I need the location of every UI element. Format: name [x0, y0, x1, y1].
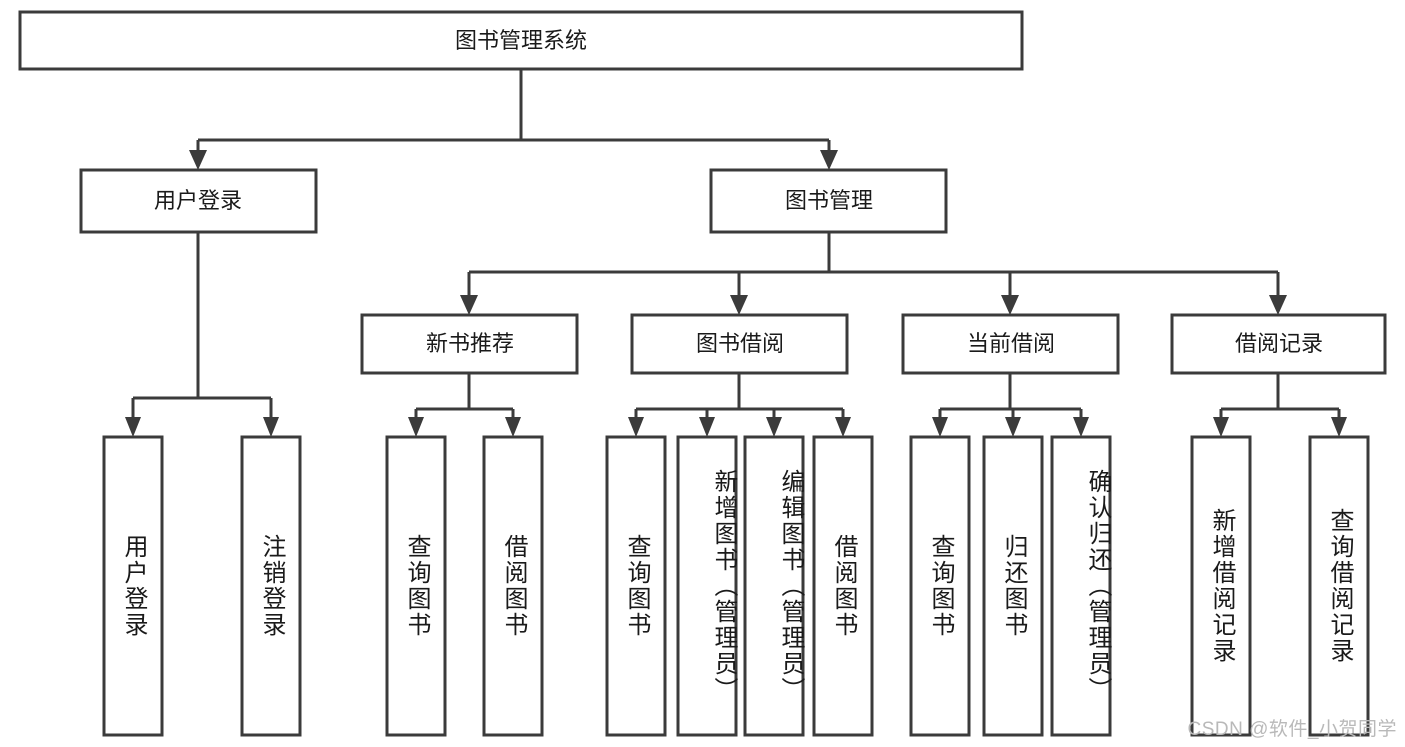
- node-borrow-record[interactable]: 借阅记录: [1170, 313, 1387, 375]
- arrow-head-icon: [730, 295, 748, 315]
- arrow-head-icon: [932, 417, 948, 437]
- node-user-login[interactable]: 用户登录: [79, 168, 318, 234]
- leaf-box-query-book-borrow[interactable]: [605, 435, 667, 737]
- leaf-box-query-borrow-record[interactable]: [1308, 435, 1370, 737]
- arrow-head-icon: [835, 417, 851, 437]
- csdn-watermark: CSDN @软件_小贺同学: [1187, 719, 1397, 740]
- connectors-root-to-level2: [189, 69, 838, 170]
- leaf-box-edit-book-admin[interactable]: [743, 435, 805, 737]
- node-new-book-recommend[interactable]: 新书推荐: [360, 313, 579, 375]
- node-book-management-label: 图书管理: [785, 188, 873, 213]
- leaf-box-query-book-rec[interactable]: [385, 435, 447, 737]
- node-root-box[interactable]: [18, 10, 1024, 71]
- connectors-current-to-leaves: [932, 373, 1089, 437]
- arrow-head-icon: [408, 417, 424, 437]
- arrow-head-icon: [766, 417, 782, 437]
- connectors-newbook-to-leaves: [408, 373, 521, 437]
- node-book-management[interactable]: 图书管理: [709, 168, 948, 234]
- leaf-box-return-book[interactable]: [982, 435, 1044, 737]
- arrow-head-icon: [1269, 295, 1287, 315]
- node-current-borrow-label: 当前借阅: [967, 331, 1055, 356]
- leaf-box-borrow-book[interactable]: [812, 435, 874, 737]
- connectors-userlogin-to-leaves: [125, 232, 279, 437]
- node-user-login-box[interactable]: [79, 168, 318, 234]
- arrow-head-icon: [125, 417, 141, 437]
- node-root-label: 图书管理系统: [455, 28, 587, 53]
- arrow-head-icon: [1073, 417, 1089, 437]
- leaf-box-add-book-admin[interactable]: [676, 435, 738, 737]
- arrow-head-icon: [460, 295, 478, 315]
- arrow-head-icon: [1331, 417, 1347, 437]
- arrow-head-icon: [628, 417, 644, 437]
- arrow-head-icon: [1213, 417, 1229, 437]
- leaf-boxes-group: [102, 435, 1370, 737]
- arrow-head-icon: [699, 417, 715, 437]
- leaf-box-borrow-book-rec[interactable]: [482, 435, 544, 737]
- node-book-borrow-label: 图书借阅: [696, 331, 784, 356]
- arrow-head-icon: [820, 150, 838, 170]
- node-root-system[interactable]: 图书管理系统: [18, 10, 1024, 71]
- leaf-box-query-book-current[interactable]: [909, 435, 971, 737]
- connectors-borrow-to-leaves: [628, 373, 851, 437]
- node-borrow-record-label: 借阅记录: [1235, 331, 1323, 356]
- node-book-borrow[interactable]: 图书借阅: [630, 313, 849, 375]
- node-current-borrow-box[interactable]: [901, 313, 1120, 375]
- arrow-head-icon: [1005, 417, 1021, 437]
- node-borrow-record-box[interactable]: [1170, 313, 1387, 375]
- leaf-box-confirm-return-admin[interactable]: [1050, 435, 1112, 737]
- node-book-borrow-box[interactable]: [630, 313, 849, 375]
- arrow-head-icon: [263, 417, 279, 437]
- node-new-book-recommend-label: 新书推荐: [426, 331, 514, 356]
- node-user-login-label: 用户登录: [154, 188, 242, 213]
- connectors-record-to-leaves: [1213, 373, 1347, 437]
- arrow-head-icon: [1001, 295, 1019, 315]
- leaf-box-add-borrow-record[interactable]: [1190, 435, 1252, 737]
- node-book-management-box[interactable]: [709, 168, 948, 234]
- leaf-box-logout[interactable]: [240, 435, 302, 737]
- arrow-head-icon: [189, 150, 207, 170]
- leaf-box-user-login[interactable]: [102, 435, 164, 737]
- connectors-bookmgmt-to-level3: [460, 232, 1287, 315]
- node-current-borrow[interactable]: 当前借阅: [901, 313, 1120, 375]
- node-new-book-recommend-box[interactable]: [360, 313, 579, 375]
- arrow-head-icon: [505, 417, 521, 437]
